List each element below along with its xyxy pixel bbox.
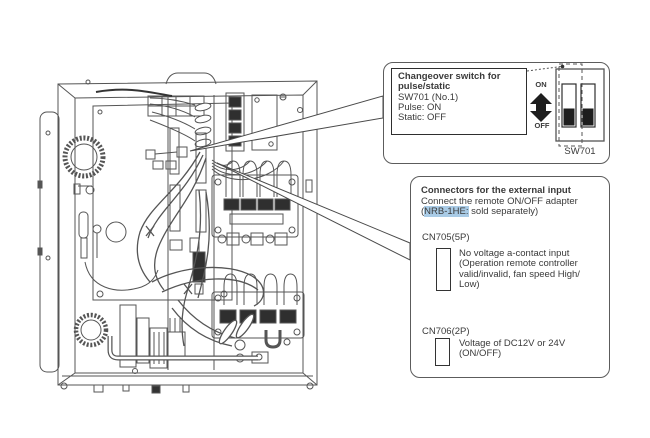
cabinet-shell [37, 72, 318, 394]
cn705-desc-line2: (Operation remote controller [459, 258, 578, 270]
callout-external-connectors: Connectors for the external input Connec… [410, 176, 610, 378]
cn706-connector-symbol [435, 338, 450, 366]
cn706-label: CN706(2P) [422, 326, 470, 337]
adapter-note-prefix: ( [421, 206, 425, 217]
adapter-note-suffix: sold separately) [468, 206, 539, 217]
cn706-desc-line1: Voltage of DC12V or 24V [459, 338, 566, 349]
connectors-title: Connectors for the external input [421, 185, 571, 196]
cn705-connector-symbol [436, 248, 451, 291]
cn705-desc-line3: valid/invalid, fan speed High/ [459, 268, 580, 280]
terminal-block-lower [211, 273, 305, 364]
connectors-subtitle: Connect the remote ON/OFF adapter [421, 195, 578, 207]
changeover-note-box: Changeover switch for pulse/static SW701… [391, 68, 527, 135]
pulse-setting: Pulse: ON [398, 101, 442, 113]
adapter-note: (NRB-1HE: sold separately) [421, 206, 539, 217]
sw701-model: SW701 (No.1) [398, 91, 459, 103]
interior-components [62, 102, 233, 348]
sw701-caption: SW701 [564, 146, 596, 157]
changeover-title-line2: pulse/static [398, 81, 451, 93]
cn705-desc-line1: No voltage a-contact input [459, 248, 570, 259]
pcb-connectors [145, 95, 215, 370]
cn705-label: CN705(5P) [422, 232, 470, 243]
dip-switch-graphic [526, 63, 605, 147]
relay-bank [95, 88, 278, 152]
bottom-left-components [107, 304, 258, 374]
cn705-desc-line4: Low) [459, 278, 480, 290]
changeover-title-line1: Changeover switch for [398, 71, 501, 82]
on-label: ON [535, 80, 547, 89]
static-setting: Static: OFF [398, 112, 447, 124]
nrb-1he-highlight: NRB-1HE: [424, 206, 469, 217]
cn706-desc-line2: (ON/OFF) [459, 348, 502, 360]
terminal-block-upper [211, 159, 299, 246]
wire-harness [136, 151, 265, 347]
on-off-arrow-icon [530, 93, 552, 122]
off-label: OFF [534, 121, 550, 130]
callout-changeover-switch [383, 62, 610, 164]
